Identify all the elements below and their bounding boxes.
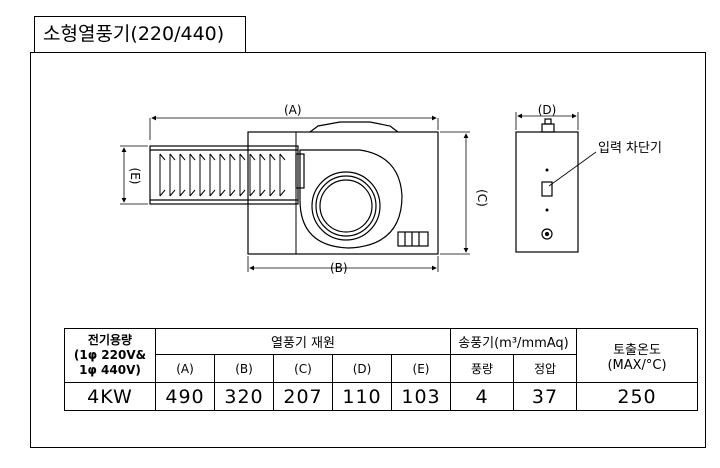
coil-fin (239, 153, 246, 197)
coil-fin (199, 153, 206, 197)
power-header: 전기용량 (1φ 220V& 1φ 440V) (64, 328, 156, 383)
top-handle (309, 121, 399, 133)
coil-fin (249, 153, 256, 197)
airflow-header: 풍량 (450, 354, 514, 383)
heater-element (149, 145, 299, 205)
coil-fin (159, 153, 166, 197)
d-value: 110 (332, 382, 392, 411)
col-b-header: (B) (214, 354, 274, 383)
outlet-temp-line2: (MAX/°C) (607, 357, 667, 373)
breaker-switch (541, 181, 553, 197)
dim-e-label: (E) (128, 168, 142, 185)
b-value: 320 (214, 382, 274, 411)
top-knob (541, 123, 555, 133)
coil-fin (279, 153, 286, 197)
housing-outline (247, 131, 439, 255)
col-a-header: (A) (155, 354, 215, 383)
col-e-header: (E) (391, 354, 451, 383)
power-value: 4KW (64, 382, 156, 411)
airflow-value: 4 (450, 382, 514, 411)
side-port (541, 228, 553, 240)
coil-fin (179, 153, 186, 197)
heater-spec-header: 열풍기 재원 (155, 328, 451, 355)
dim-b-label: (B) (330, 261, 348, 275)
col-c-header: (C) (273, 354, 333, 383)
drawing-frame (30, 52, 706, 448)
coil-fins (159, 153, 286, 197)
pressure-header: 정압 (513, 354, 577, 383)
col-d-header: (D) (332, 354, 392, 383)
coil-fin (189, 153, 196, 197)
outlet-temp-header: 토출온도 (MAX/°C) (576, 328, 698, 383)
temp-value: 250 (576, 382, 698, 411)
coil-fin (219, 153, 226, 197)
power-header-line3: 1φ 440V) (79, 363, 141, 377)
dim-c-label: (C) (475, 189, 489, 207)
coil-fin (269, 153, 276, 197)
terminal-block (397, 231, 429, 247)
blower-header: 송풍기(m³/mmAq) (450, 328, 577, 355)
dim-d-label: (D) (538, 103, 557, 117)
blower-volute (299, 149, 403, 249)
coil-fin (169, 153, 176, 197)
dim-a-label: (A) (284, 103, 302, 117)
power-header-line2: (1φ 220V& (73, 348, 147, 362)
front-view (149, 121, 439, 255)
e-value: 103 (391, 382, 451, 411)
coil-fin (229, 153, 236, 197)
outlet-temp-line1: 토출온도 (613, 342, 661, 358)
spec-table: 전기용량 (1φ 220V& 1φ 440V) 열풍기 재원 송풍기(m³/mm… (64, 328, 698, 411)
c-value: 207 (273, 382, 333, 411)
pressure-value: 37 (513, 382, 577, 411)
blower-fan-outer (311, 171, 381, 241)
side-view (515, 118, 579, 253)
breaker-callout: 입력 차단기 (598, 141, 662, 156)
a-value: 490 (155, 382, 215, 411)
power-header-line1: 전기용량 (87, 333, 133, 347)
coil-fin (259, 153, 266, 197)
coil-fin (209, 153, 216, 197)
page-title: 소형열풍기(220/440) (34, 16, 246, 52)
